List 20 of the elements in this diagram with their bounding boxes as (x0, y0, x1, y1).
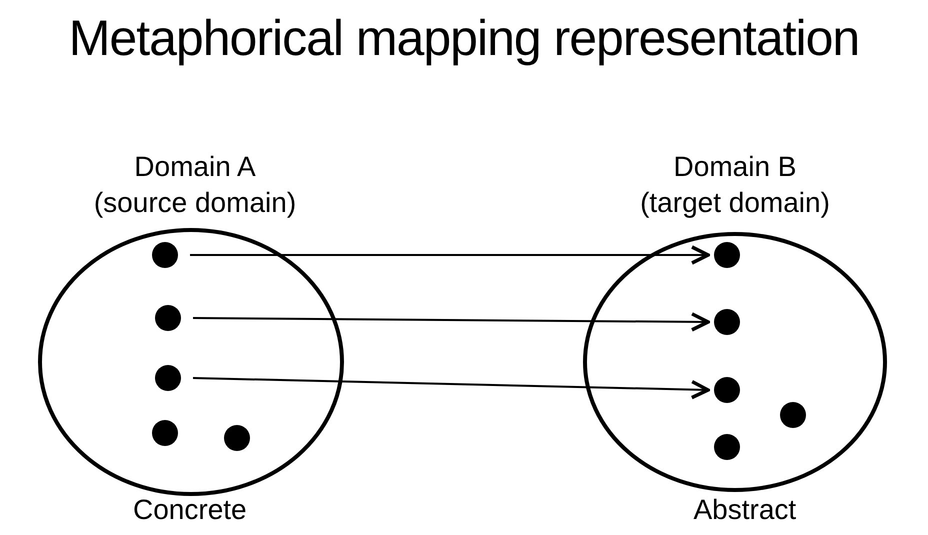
arrow (193, 312, 710, 332)
dot (714, 434, 740, 460)
domain-caption: Concrete (133, 493, 247, 527)
domain-subheading: (source domain) (92, 186, 298, 220)
dot (224, 425, 250, 451)
arrow (190, 245, 710, 265)
dot (714, 309, 740, 335)
dot (780, 402, 806, 428)
title: Metaphorical mapping representation (68, 9, 860, 68)
domain-heading: Domain A (133, 150, 257, 184)
dot (155, 305, 181, 331)
dot (155, 365, 181, 391)
dot (714, 242, 740, 268)
dot (714, 377, 740, 403)
domain-heading: Domain B (672, 150, 798, 184)
arrow (192, 377, 710, 400)
dot (152, 242, 178, 268)
dot (152, 420, 178, 446)
domain-subheading: (target domain) (639, 186, 831, 220)
domain-caption: Abstract (694, 493, 796, 527)
